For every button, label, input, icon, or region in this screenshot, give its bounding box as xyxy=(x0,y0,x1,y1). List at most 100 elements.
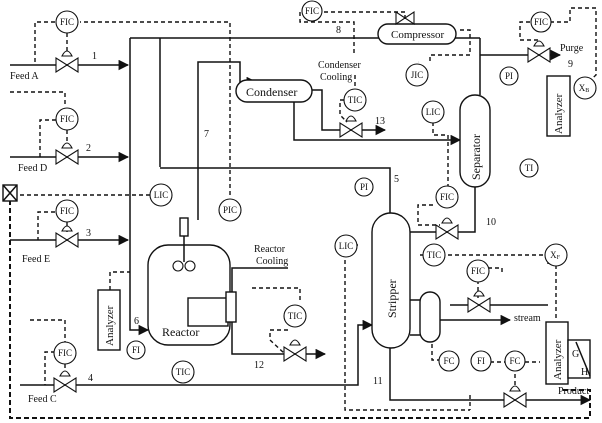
signal-fic-feed-a xyxy=(34,21,55,65)
fi-reactor-feed[interactable]: FI xyxy=(126,340,146,360)
valve-feed-c[interactable] xyxy=(53,370,77,394)
valve-feed-d[interactable] xyxy=(55,142,79,166)
signal-fic-purge xyxy=(519,21,540,41)
ti-separator[interactable]: TI xyxy=(519,158,539,178)
signal-lic-reactor xyxy=(9,185,150,196)
separator-vessel xyxy=(459,94,491,188)
product-analyzer-gh-box xyxy=(567,339,591,379)
svg-text:FIC: FIC xyxy=(440,192,454,202)
valve-product[interactable] xyxy=(503,385,527,409)
stream-number-7: 7 xyxy=(204,129,209,140)
reactor-cooling-in xyxy=(231,267,288,292)
svg-text:FIC: FIC xyxy=(58,348,72,358)
xf-stripper[interactable]: XF xyxy=(544,243,568,267)
lic-stripper[interactable]: LIC xyxy=(334,234,358,258)
lic-reactor[interactable]: LIC xyxy=(149,183,173,207)
valve-compressor[interactable] xyxy=(395,10,415,26)
compressor-label: Compressor xyxy=(391,29,445,41)
tic-reactor[interactable]: TIC xyxy=(171,360,195,384)
separator-label: Separator xyxy=(469,134,483,180)
svg-text:PI: PI xyxy=(505,71,513,81)
steam-stream-label: stream xyxy=(514,313,541,324)
condenser-cooling-label-1: Condenser xyxy=(318,60,361,71)
stream-number-2: 2 xyxy=(86,143,91,154)
stream-number-11: 11 xyxy=(373,376,383,387)
signal-fic-feed-d-low xyxy=(39,119,56,157)
svg-text:TIC: TIC xyxy=(348,95,363,105)
signal-tic-reactor xyxy=(252,287,301,355)
svg-text:LIC: LIC xyxy=(426,107,441,117)
signal-fic-compressor-b xyxy=(299,12,355,55)
port-g: G xyxy=(572,349,579,360)
fc-stripper-right[interactable]: FC xyxy=(504,350,526,372)
fic-feed-c[interactable]: FIC xyxy=(53,341,77,365)
valve-feed-a[interactable] xyxy=(55,50,79,74)
reactor-analyzer-label: Analyzer xyxy=(104,305,116,346)
stripper-label: Stripper xyxy=(385,279,399,318)
reactor-cooling-label-1: Reactor xyxy=(254,244,286,255)
jic-compressor[interactable]: JIC xyxy=(405,63,429,87)
gh-box-divider xyxy=(575,341,591,377)
valve-separator-liquid[interactable] xyxy=(435,217,459,241)
stream-number-13: 13 xyxy=(375,116,385,127)
reactor-cooling-label-2: Cooling xyxy=(256,256,288,267)
feed-a-label: Feed A xyxy=(10,71,39,82)
product-label: Product xyxy=(558,386,589,397)
stream-number-5: 5 xyxy=(394,174,399,185)
reactor-cooling-out xyxy=(231,322,327,360)
signal-compressor-loop xyxy=(429,29,471,62)
svg-text:PI: PI xyxy=(360,182,368,192)
signal-fi-fc xyxy=(490,361,540,390)
tic-reactor-cooling[interactable]: TIC xyxy=(283,304,307,328)
svg-text:FIC: FIC xyxy=(60,17,74,27)
fic-feed-a[interactable]: FIC xyxy=(55,10,79,34)
stream-number-12: 12 xyxy=(254,360,264,371)
tic-condenser[interactable]: TIC xyxy=(343,88,367,112)
svg-text:TIC: TIC xyxy=(176,367,191,377)
pic-reactor[interactable]: PIC xyxy=(218,198,242,222)
pi-stripper[interactable]: PI xyxy=(354,177,374,197)
fic-steam[interactable]: FIC xyxy=(466,259,490,283)
svg-text:PIC: PIC xyxy=(223,205,237,215)
condenser-cooling-label-2: Cooling xyxy=(320,72,352,83)
svg-text:FIC: FIC xyxy=(471,266,485,276)
valve-feed-e[interactable] xyxy=(55,225,79,249)
fic-feed-d[interactable]: FIC xyxy=(55,107,79,131)
fi-stripper[interactable]: FI xyxy=(470,350,492,372)
valve-reactor-cooling[interactable] xyxy=(283,339,307,363)
stream-number-3: 3 xyxy=(86,228,91,239)
valve-steam[interactable] xyxy=(467,290,491,314)
xb-subscript: B xyxy=(585,88,589,94)
svg-text:FI: FI xyxy=(132,345,140,355)
svg-text:FI: FI xyxy=(477,356,485,366)
signal-fic-feed-c-low xyxy=(44,351,55,385)
tic-stripper[interactable]: TIC xyxy=(422,243,446,267)
signal-separator-valve xyxy=(417,204,440,226)
svg-text:JIC: JIC xyxy=(411,70,424,80)
signal-lic-stripper xyxy=(344,244,470,411)
xb-purge[interactable]: XB xyxy=(573,76,597,100)
pi-separator[interactable]: PI xyxy=(499,66,519,86)
stream-number-10: 10 xyxy=(486,217,496,228)
fic-feed-e[interactable]: FIC xyxy=(55,199,79,223)
reactor-impeller-left xyxy=(172,260,184,272)
signal-analyzer-reactor xyxy=(109,271,130,290)
signal-fic-feed-d xyxy=(10,91,66,106)
valve-condenser-cooling[interactable] xyxy=(339,115,363,139)
valve-purge[interactable] xyxy=(527,40,551,64)
lic-separator[interactable]: LIC xyxy=(421,100,445,124)
fc-stripper-left[interactable]: FC xyxy=(438,350,460,372)
fic-compressor[interactable]: FIC xyxy=(301,0,323,22)
reactor-impeller-right xyxy=(184,260,196,272)
feed-c-line xyxy=(20,319,374,386)
xf-subscript: F xyxy=(557,255,561,261)
signal-fic-top-loop xyxy=(80,21,231,195)
stream-number-4: 4 xyxy=(88,373,93,384)
feed-d-label: Feed D xyxy=(18,163,47,174)
reboiler-connection xyxy=(410,299,420,336)
fic-purge[interactable]: FIC xyxy=(530,11,552,33)
fic-separator[interactable]: FIC xyxy=(435,185,459,209)
signal-fic-feed-c xyxy=(30,319,66,342)
feed-c-label: Feed C xyxy=(28,394,57,405)
svg-text:LIC: LIC xyxy=(339,241,354,251)
